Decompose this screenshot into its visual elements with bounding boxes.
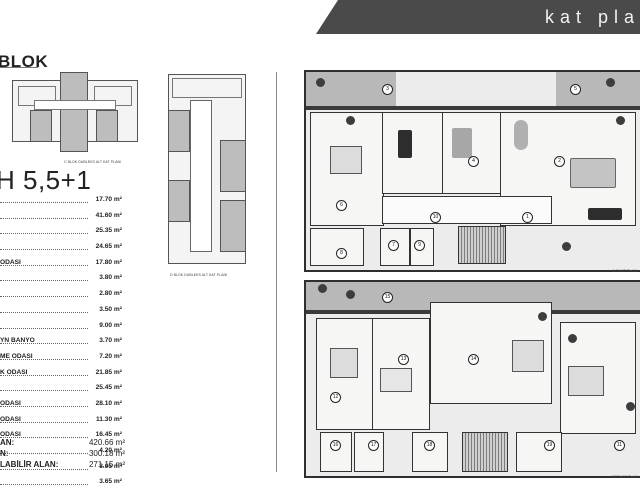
key-plan-d-caption: D BLOK DUBLEKS ALT KAT PLANI bbox=[170, 273, 228, 277]
section-banner: kat pla bbox=[316, 0, 640, 34]
plant-icon bbox=[606, 78, 615, 87]
key-plan-d-block bbox=[160, 70, 252, 268]
total-row: AN:420.66 m² bbox=[0, 438, 125, 447]
room-bath bbox=[516, 432, 562, 472]
room-number: 6 bbox=[336, 200, 347, 211]
room-bath bbox=[412, 432, 448, 472]
room-row: 17.70 m² bbox=[0, 193, 122, 209]
room-row: 2.80 m² bbox=[0, 287, 122, 303]
bed bbox=[512, 340, 544, 372]
plant-icon bbox=[562, 242, 571, 251]
room-number: 8 bbox=[336, 248, 347, 259]
upper-plan-caption: ÜST KAT PLANI bbox=[612, 475, 639, 479]
bed bbox=[380, 368, 412, 392]
room-number: 15 bbox=[382, 292, 393, 303]
plant-icon bbox=[346, 290, 355, 299]
area-totals: AN:420.66 m² N:300.18 m² LABİLİR ALAN:27… bbox=[0, 438, 125, 471]
block-title: BLOK bbox=[0, 52, 49, 71]
total-row: LABİLİR ALAN:271.15 m² bbox=[0, 460, 125, 469]
plant-icon bbox=[626, 402, 635, 411]
room-number: 17 bbox=[368, 440, 379, 451]
staircase bbox=[462, 432, 508, 472]
upper-floor-plan: 11 12 13 14 15 16 17 18 19 bbox=[304, 280, 640, 478]
sofa-dark bbox=[588, 208, 622, 220]
bed bbox=[568, 366, 604, 396]
key-plan-c-block bbox=[4, 70, 144, 155]
title-underline bbox=[0, 67, 38, 68]
terrace bbox=[556, 72, 640, 106]
room-row: 9.00 m² bbox=[0, 319, 122, 335]
lower-floor-plan: 1 2 3 4 5 6 7 8 9 10 bbox=[304, 70, 640, 272]
room-row: 25.45 m² bbox=[0, 381, 122, 397]
bed bbox=[330, 146, 362, 174]
room-wc bbox=[354, 432, 384, 472]
plant-icon bbox=[538, 312, 547, 321]
plant-icon bbox=[316, 78, 325, 87]
room-number: 9 bbox=[414, 240, 425, 251]
room-number: 4 bbox=[468, 156, 479, 167]
room-bath bbox=[310, 228, 364, 266]
room-number: 11 bbox=[614, 440, 625, 451]
total-row: N:300.18 m² bbox=[0, 449, 125, 458]
room-row: 3.80 m² bbox=[0, 271, 122, 287]
room-bath bbox=[320, 432, 352, 472]
room-row: 3.50 m² bbox=[0, 303, 122, 319]
room-row: 25.35 m² bbox=[0, 224, 122, 240]
column-divider bbox=[276, 72, 277, 472]
plant-icon bbox=[318, 284, 327, 293]
room-number: 2 bbox=[554, 156, 565, 167]
room-number: 18 bbox=[424, 440, 435, 451]
lower-plan-caption: ALT KAT PLANI bbox=[612, 269, 638, 273]
wall-band bbox=[306, 106, 640, 110]
room-number: 5 bbox=[570, 84, 581, 95]
room-area-list: 17.70 m² 41.60 m² 25.35 m² 24.65 m² ODAS… bbox=[0, 193, 122, 491]
room-kitchen bbox=[442, 112, 502, 194]
room-number: 13 bbox=[398, 354, 409, 365]
room-number: 19 bbox=[544, 440, 555, 451]
sofa bbox=[570, 158, 616, 188]
plant-icon bbox=[346, 116, 355, 125]
room-row: 3.65 m² bbox=[0, 475, 122, 491]
room-dining bbox=[382, 112, 444, 194]
plant-icon bbox=[616, 116, 625, 125]
room-number: 12 bbox=[330, 392, 341, 403]
room-row: 4.20 m² bbox=[0, 444, 122, 460]
room-row: 24.65 m² bbox=[0, 240, 122, 256]
unit-type: H 5,5+1 bbox=[0, 165, 92, 195]
staircase bbox=[458, 226, 506, 264]
dining-table bbox=[398, 130, 412, 158]
room-number: 10 bbox=[430, 212, 441, 223]
room-number: 16 bbox=[330, 440, 341, 451]
room-number: 7 bbox=[388, 240, 399, 251]
room-row: 3.05 m² bbox=[0, 460, 122, 476]
terrace bbox=[306, 72, 396, 106]
key-plan-c-caption: C BLOK DUBLEKS ALT KAT PLANI bbox=[64, 160, 122, 164]
kitchen-island bbox=[452, 128, 472, 158]
room-number: 14 bbox=[468, 354, 479, 365]
banner-title: kat pla bbox=[544, 7, 640, 27]
room-number: 1 bbox=[522, 212, 533, 223]
room-number: 3 bbox=[382, 84, 393, 95]
room-row: 41.60 m² bbox=[0, 209, 122, 225]
plant-icon bbox=[568, 334, 577, 343]
bed bbox=[330, 348, 358, 378]
dining-table-round bbox=[514, 120, 528, 150]
